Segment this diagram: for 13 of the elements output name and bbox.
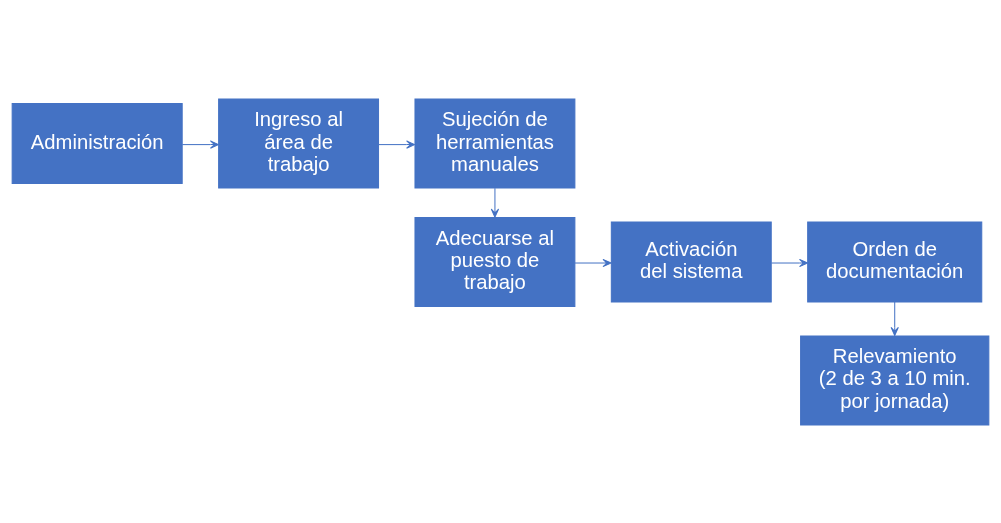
node-box: Activación del sistema (610, 221, 772, 302)
node-box: Sujeción de herramientas manuales (414, 98, 576, 189)
node-box: Administración (11, 102, 183, 184)
arrow (890, 301, 899, 336)
arrow (770, 258, 809, 267)
node-box: Orden de documentación (807, 221, 983, 302)
node-box: Ingreso al área de trabajo (218, 98, 380, 189)
arrow (574, 258, 612, 267)
arrow (378, 139, 416, 149)
arrow (181, 139, 220, 149)
node-box: Relevamiento (2 de 3 a 10 min. por jornada) (800, 334, 990, 425)
node-box: Adecuarse al puesto de trabajo (414, 216, 576, 307)
arrow (490, 187, 500, 218)
